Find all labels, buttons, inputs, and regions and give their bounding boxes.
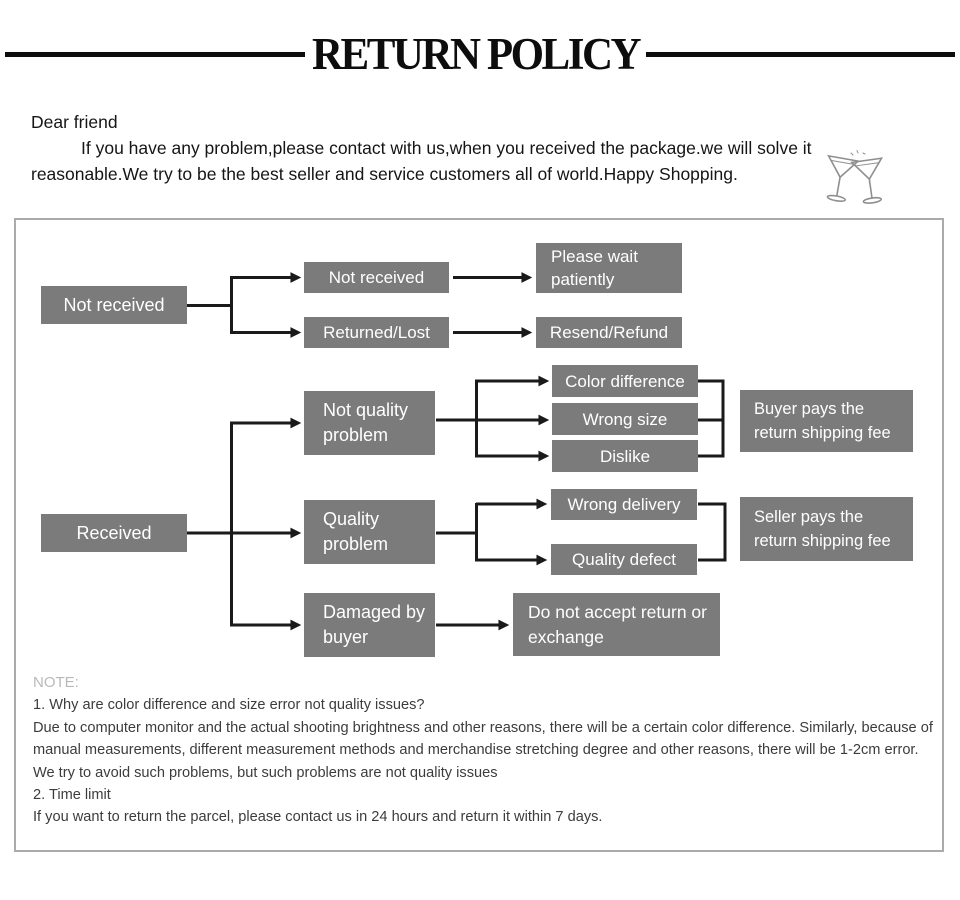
flow-node-not-received-root: Not received bbox=[41, 286, 187, 324]
flow-node-please-wait: Please wait patiently bbox=[536, 243, 682, 293]
title-rule-right bbox=[646, 51, 955, 57]
intro-line-1: If you have any problem,please contact w… bbox=[81, 138, 812, 158]
page-header: RETURN POLICY bbox=[0, 26, 960, 82]
title-rule-left bbox=[5, 51, 305, 57]
note-line-3: manual measurements, different measureme… bbox=[33, 742, 919, 759]
flow-node-quality-problem: Quality problem bbox=[304, 500, 435, 564]
flow-node-dislike: Dislike bbox=[552, 440, 698, 472]
flow-node-wrong-size: Wrong size bbox=[552, 403, 698, 435]
flow-node-damaged-by-buyer: Damaged by buyer bbox=[304, 593, 435, 657]
intro-greeting: Dear friend bbox=[31, 112, 118, 132]
flow-node-do-not-accept: Do not accept return or exchange bbox=[513, 593, 720, 656]
page-title: RETURN POLICY bbox=[312, 29, 642, 79]
flow-node-not-received: Not received bbox=[304, 262, 449, 293]
note-section: NOTE: 1. Why are color difference and si… bbox=[33, 672, 933, 829]
flow-node-resend-refund: Resend/Refund bbox=[536, 317, 682, 348]
note-label: NOTE: bbox=[33, 674, 79, 691]
note-line-2: Due to computer monitor and the actual s… bbox=[33, 719, 933, 736]
flow-node-wrong-delivery: Wrong delivery bbox=[551, 489, 697, 520]
flow-node-received-root: Received bbox=[41, 514, 187, 552]
intro-paragraph: Dear friend If you have any problem,plea… bbox=[31, 109, 812, 187]
flow-node-not-quality-problem: Not quality problem bbox=[304, 391, 435, 455]
cheers-glasses-icon bbox=[826, 150, 884, 204]
flow-node-buyer-pays: Buyer pays the return shipping fee bbox=[740, 390, 913, 452]
note-line-5: 2. Time limit bbox=[33, 787, 111, 804]
note-line-6: If you want to return the parcel, please… bbox=[33, 809, 603, 826]
flow-node-returned-lost: Returned/Lost bbox=[304, 317, 449, 348]
flow-node-color-difference: Color difference bbox=[552, 365, 698, 397]
flow-node-quality-defect: Quality defect bbox=[551, 544, 697, 575]
flow-node-seller-pays: Seller pays the return shipping fee bbox=[740, 497, 913, 561]
intro-line-2: reasonable.We try to be the best seller … bbox=[31, 164, 738, 184]
sparkles bbox=[850, 150, 866, 156]
note-line-1: 1. Why are color difference and size err… bbox=[33, 697, 425, 714]
note-line-4: We try to avoid such problems, but such … bbox=[33, 764, 498, 781]
